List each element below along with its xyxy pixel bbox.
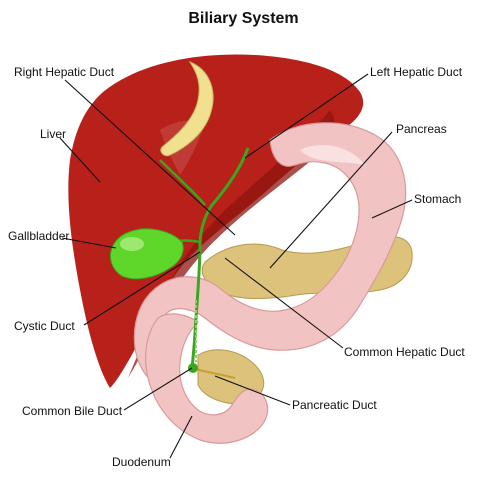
bile-ducts <box>159 147 250 379</box>
diagram-title: Biliary System <box>188 10 299 27</box>
ligament <box>160 60 214 157</box>
label-common-hepatic-duct: Common Hepatic Duct <box>344 345 465 359</box>
leader-lines <box>59 73 413 459</box>
label-right-hepatic-duct: Right Hepatic Duct <box>14 65 115 79</box>
label-duodenum: Duodenum <box>112 455 171 469</box>
label-pancreatic-duct: Pancreatic Duct <box>292 398 377 412</box>
label-common-bile-duct: Common Bile Duct <box>22 404 123 418</box>
label-liver: Liver <box>40 127 66 141</box>
duodenum <box>145 313 269 444</box>
label-gallbladder: Gallbladder <box>8 229 69 243</box>
label-left-hepatic-duct: Left Hepatic Duct <box>370 65 463 79</box>
label-stomach: Stomach <box>414 192 461 206</box>
label-pancreas: Pancreas <box>396 122 447 136</box>
label-cystic-duct: Cystic Duct <box>14 319 75 333</box>
